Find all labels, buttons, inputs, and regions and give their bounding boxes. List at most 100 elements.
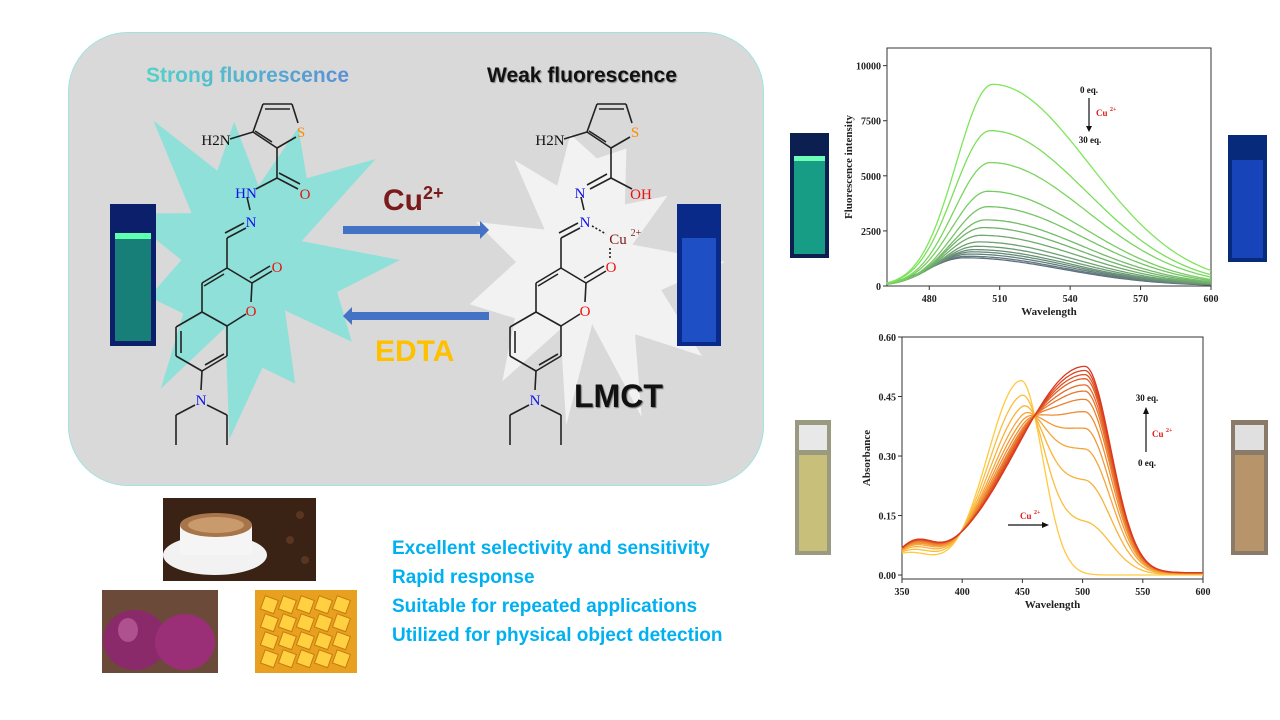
forward-arrow [343, 221, 489, 239]
series-line-6 [901, 398, 1203, 574]
mango-cube [259, 613, 280, 633]
bond [224, 222, 245, 234]
bond [246, 196, 251, 211]
bond [560, 313, 581, 327]
mango-cube [295, 613, 316, 633]
bond [558, 222, 579, 234]
x-tick-label: 480 [922, 294, 937, 305]
mango-cube [313, 649, 334, 669]
lactone-oxygen-label: O [606, 260, 617, 276]
mango-cube [331, 631, 352, 651]
mango-cube [295, 595, 316, 615]
copper-charge-label: 2+ [631, 228, 642, 239]
mango-cube [259, 649, 280, 669]
bond [291, 103, 299, 124]
mango-cube [295, 649, 316, 669]
series-line-0 [886, 83, 1212, 284]
strong-fluorescence-burst [123, 120, 400, 440]
annotation-arrowhead [1086, 126, 1092, 132]
bond [278, 172, 301, 185]
lactone-oxygen-label: O [272, 260, 283, 276]
series-line-9 [886, 245, 1212, 285]
y-tick-label: 7500 [861, 117, 881, 128]
bond [586, 173, 608, 186]
annotation-start: 0 eq. [1138, 458, 1156, 468]
bond [588, 130, 607, 143]
bond [201, 355, 228, 372]
bond [509, 311, 537, 328]
feature-repeated-use: Suitable for repeated applications [392, 596, 698, 617]
imine-n-label: N [246, 215, 257, 231]
cuvette-weak-fluorescence [677, 204, 721, 346]
imine-n1-label: N [575, 186, 586, 202]
x-axis-label: Wavelength [1021, 306, 1077, 318]
x-tick-label: 350 [895, 587, 910, 598]
bond [538, 353, 559, 366]
diethylamino-n-label: N [530, 393, 541, 409]
sulfur-label: S [297, 125, 305, 141]
annotation-charge: 2+ [1166, 428, 1173, 434]
bond [610, 136, 631, 149]
bond [535, 311, 562, 327]
annotation-start: 0 eq. [1080, 85, 1098, 95]
bond [586, 131, 612, 149]
cu-charge: 2+ [423, 183, 444, 203]
series-line-2 [901, 405, 1203, 575]
cu-text: Cu [383, 184, 423, 217]
x-tick-label: 510 [992, 294, 1007, 305]
bond [206, 404, 228, 416]
ring-oxygen-label: O [580, 304, 591, 320]
bond [583, 265, 605, 279]
series-line-1 [886, 129, 1212, 284]
series-line-6 [886, 226, 1212, 285]
mango-cube [313, 613, 334, 633]
bond [201, 267, 228, 284]
mango-cube [331, 649, 352, 669]
y-axis-label: Fluorescence intensity [843, 115, 855, 219]
bond [535, 355, 562, 372]
y-tick-label: 0.45 [879, 393, 897, 404]
series-line-5 [886, 219, 1212, 285]
mango-cube [313, 631, 334, 651]
bond [204, 353, 225, 366]
cuvette-absorbance-before [795, 420, 831, 555]
amine-label: H2N [201, 133, 230, 149]
x-tick-label: 570 [1133, 294, 1148, 305]
plot-frame [901, 336, 1204, 580]
bond [254, 130, 273, 143]
amine-label: H2N [535, 133, 564, 149]
series-line-0 [901, 379, 1203, 576]
mango-cube [277, 631, 298, 651]
bond [560, 267, 587, 284]
reverse-arrow [343, 307, 489, 325]
x-tick-label: 600 [1204, 294, 1219, 305]
coordination-bond [591, 225, 607, 235]
bond [585, 270, 607, 284]
x-tick-label: 500 [1075, 587, 1090, 598]
diethylamino-n-label: N [196, 393, 207, 409]
x-tick-label: 550 [1135, 587, 1150, 598]
shift-annotation-charge: 2+ [1034, 510, 1041, 516]
mango-cube [259, 631, 280, 651]
y-axis-label: Absorbance [861, 430, 873, 486]
bond [252, 103, 264, 133]
x-tick-label: 540 [1063, 294, 1078, 305]
series-line-8 [886, 241, 1212, 285]
bond [625, 103, 633, 124]
y-tick-label: 5000 [861, 172, 881, 183]
y-tick-label: 0.30 [879, 452, 897, 463]
bond [175, 355, 203, 372]
series-line-4 [886, 206, 1212, 285]
mango-cube [277, 595, 298, 615]
coffee-photo [163, 498, 316, 581]
annotation-arrowhead [1143, 407, 1149, 414]
bond [509, 355, 537, 372]
carbonyl-oxygen-label: O [300, 187, 311, 203]
amide-nh-label: HN [235, 186, 257, 202]
bond [589, 177, 612, 190]
series-line-12 [901, 365, 1203, 574]
annotation-reagent: Cu [1096, 108, 1108, 118]
